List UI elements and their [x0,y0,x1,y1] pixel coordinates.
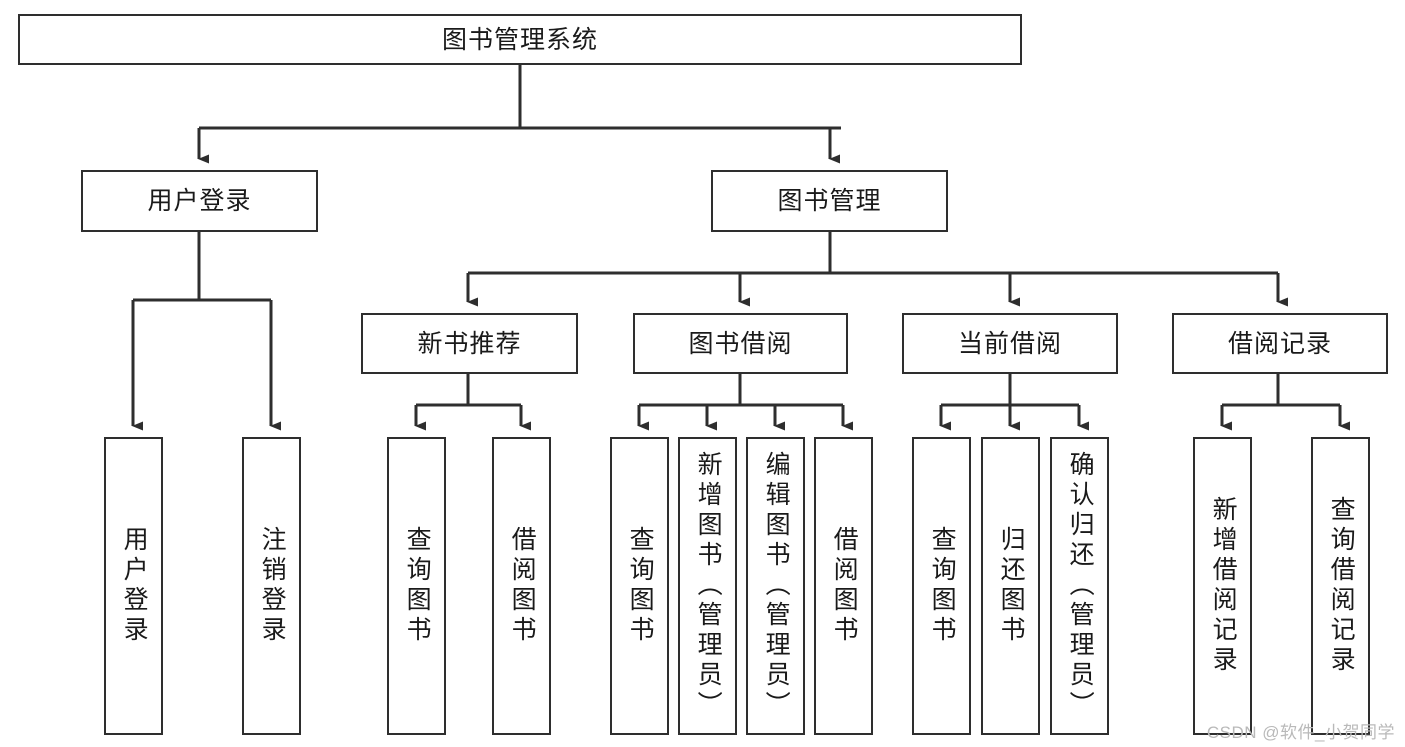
node-current-borrow[interactable]: 当前借阅 [902,313,1118,374]
leaf-label: 新增图书（管理员） [694,451,723,721]
node-book-management[interactable]: 图书管理 [711,170,948,232]
leaf-label: 查询借阅记录 [1327,496,1356,676]
leaf-confirm-return-admin[interactable]: 确认归还（管理员） [1050,437,1109,735]
leaf-user-login[interactable]: 用户登录 [104,437,163,735]
leaf-user-logout[interactable]: 注销登录 [242,437,301,735]
node-borrow-record[interactable]: 借阅记录 [1172,313,1388,374]
csdn-watermark: CSDN @软件_小贺同学 [1206,723,1395,742]
leaf-label: 确认归还（管理员） [1066,451,1095,721]
leaf-add-book-admin[interactable]: 新增图书（管理员） [678,437,737,735]
leaf-label: 归还图书 [997,526,1026,646]
leaf-borrow-book[interactable]: 借阅图书 [814,437,873,735]
node-user-login[interactable]: 用户登录 [81,170,318,232]
leaf-label: 查询图书 [403,526,432,646]
leaf-return-book[interactable]: 归还图书 [981,437,1040,735]
leaf-label: 编辑图书（管理员） [762,451,791,721]
leaf-query-borrow-record[interactable]: 查询借阅记录 [1311,437,1370,735]
leaf-label: 用户登录 [120,526,149,646]
leaf-query-book-current[interactable]: 查询图书 [912,437,971,735]
leaf-label: 注销登录 [258,526,287,646]
node-root-system[interactable]: 图书管理系统 [18,14,1022,65]
leaf-label: 新增借阅记录 [1209,496,1238,676]
leaf-label: 借阅图书 [508,526,537,646]
leaf-edit-book-admin[interactable]: 编辑图书（管理员） [746,437,805,735]
leaf-label: 借阅图书 [830,526,859,646]
node-book-borrow[interactable]: 图书借阅 [633,313,848,374]
leaf-label: 查询图书 [928,526,957,646]
leaf-borrow-book-recommend[interactable]: 借阅图书 [492,437,551,735]
leaf-add-borrow-record[interactable]: 新增借阅记录 [1193,437,1252,735]
leaf-query-book-recommend[interactable]: 查询图书 [387,437,446,735]
leaf-query-book-borrow[interactable]: 查询图书 [610,437,669,735]
node-new-book-recommend[interactable]: 新书推荐 [361,313,578,374]
leaf-label: 查询图书 [626,526,655,646]
